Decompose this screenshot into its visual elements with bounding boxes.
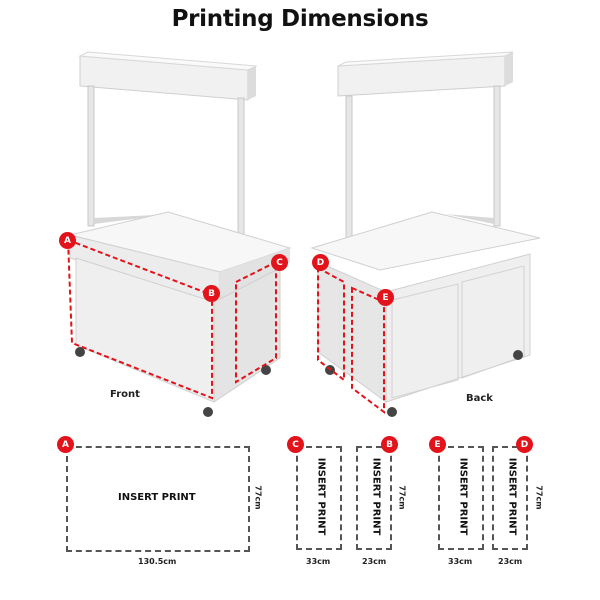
panel-d-outline bbox=[492, 446, 528, 550]
marker-b-panel: B bbox=[381, 436, 398, 453]
marker-d-panel: D bbox=[516, 436, 533, 453]
panel-d-height: 77cm bbox=[534, 485, 544, 510]
panel-a-label: INSERT PRINT bbox=[118, 492, 196, 503]
front-view-label: Front bbox=[110, 389, 140, 400]
panel-e-outline bbox=[438, 446, 484, 550]
panel-c-label: INSERT PRINT bbox=[315, 457, 327, 536]
panel-b-width: 23cm bbox=[362, 557, 387, 566]
kiosk-illustrations bbox=[66, 51, 541, 417]
panel-a-height: 77cm bbox=[253, 485, 263, 510]
panel-b-outline bbox=[356, 446, 392, 550]
marker-b-front: B bbox=[203, 285, 220, 302]
back-kiosk-illustration bbox=[310, 51, 541, 417]
marker-a-front: A bbox=[59, 232, 76, 249]
panel-b-label: INSERT PRINT bbox=[370, 457, 382, 536]
panel-d-width: 23cm bbox=[498, 557, 523, 566]
panel-c-outline bbox=[296, 446, 342, 550]
marker-c-panel: C bbox=[287, 436, 304, 453]
panel-a-outline bbox=[66, 446, 250, 552]
marker-e-back: E bbox=[377, 289, 394, 306]
panel-e-width: 33cm bbox=[448, 557, 473, 566]
front-kiosk-illustration bbox=[66, 51, 292, 417]
marker-c-front: C bbox=[271, 254, 288, 271]
back-view-label: Back bbox=[466, 393, 493, 404]
marker-a-panel: A bbox=[57, 436, 74, 453]
panel-e-label: INSERT PRINT bbox=[457, 457, 469, 536]
panel-d-label: INSERT PRINT bbox=[506, 457, 518, 536]
marker-d-back: D bbox=[312, 254, 329, 271]
marker-e-panel: E bbox=[429, 436, 446, 453]
panel-a-width: 130.5cm bbox=[138, 557, 177, 566]
panel-c-width: 33cm bbox=[306, 557, 331, 566]
page-title: Printing Dimensions bbox=[171, 6, 429, 32]
panel-b-height: 77cm bbox=[397, 485, 407, 510]
